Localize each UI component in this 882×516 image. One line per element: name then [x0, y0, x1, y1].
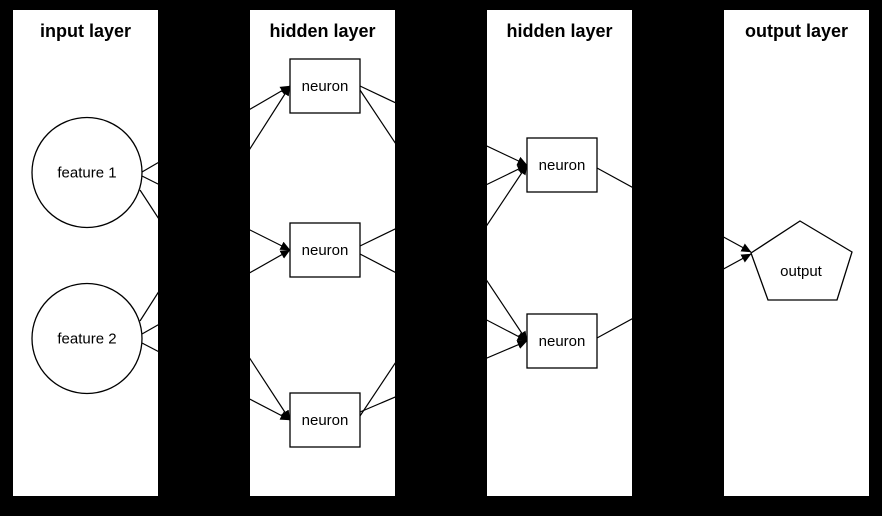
label-hidden1-neuron3: neuron: [302, 412, 349, 429]
edge-h1-neuron2-to-h2-neuron1: [359, 164, 528, 247]
node-hidden2-neuron1: [526, 137, 598, 193]
edges-group: [139, 85, 752, 421]
edge-h2-neuron1-to-output: [596, 167, 752, 253]
label-feature-2: feature 2: [57, 331, 116, 348]
edge-feature2-to-h1-neuron2: [141, 249, 291, 335]
label-hidden1-neuron1: neuron: [302, 78, 349, 95]
label-feature-1: feature 1: [57, 165, 116, 182]
title-input-layer: input layer: [40, 21, 131, 41]
label-output: output: [780, 263, 823, 280]
edge-h1-neuron2-to-h2-neuron2: [359, 253, 528, 342]
edge-feature1-to-h1-neuron1: [141, 85, 291, 173]
title-output-layer: output layer: [745, 21, 848, 41]
edge-h1-neuron1-to-h2-neuron2: [359, 89, 528, 342]
node-feature-1: [31, 116, 143, 229]
edge-feature2-to-h1-neuron3: [141, 342, 291, 421]
node-output-pentagon: [750, 220, 853, 301]
panel-input-layer: [13, 10, 158, 496]
node-hidden1-neuron2: [289, 222, 361, 278]
node-feature-2: [31, 282, 143, 395]
label-hidden2-neuron2: neuron: [539, 333, 586, 350]
node-hidden1-neuron1: [289, 58, 361, 114]
edge-h1-neuron3-to-h2-neuron1: [359, 164, 528, 417]
node-hidden2-neuron2: [526, 313, 598, 369]
edge-h1-neuron1-to-h2-neuron1: [359, 85, 528, 166]
label-hidden2-neuron1: neuron: [539, 157, 586, 174]
node-hidden1-neuron3: [289, 392, 361, 448]
title-hidden-layer-1: hidden layer: [269, 21, 375, 41]
label-hidden1-neuron2: neuron: [302, 242, 349, 259]
edge-feature2-to-h1-neuron1: [139, 85, 291, 322]
edge-h1-neuron3-to-h2-neuron2: [359, 340, 528, 413]
edge-feature1-to-h1-neuron3: [139, 189, 291, 421]
edge-feature1-to-h1-neuron2: [141, 175, 291, 251]
edge-h2-neuron2-to-output: [596, 253, 752, 339]
title-hidden-layer-2: hidden layer: [506, 21, 612, 41]
panel-hidden-layer-2: [487, 10, 632, 496]
